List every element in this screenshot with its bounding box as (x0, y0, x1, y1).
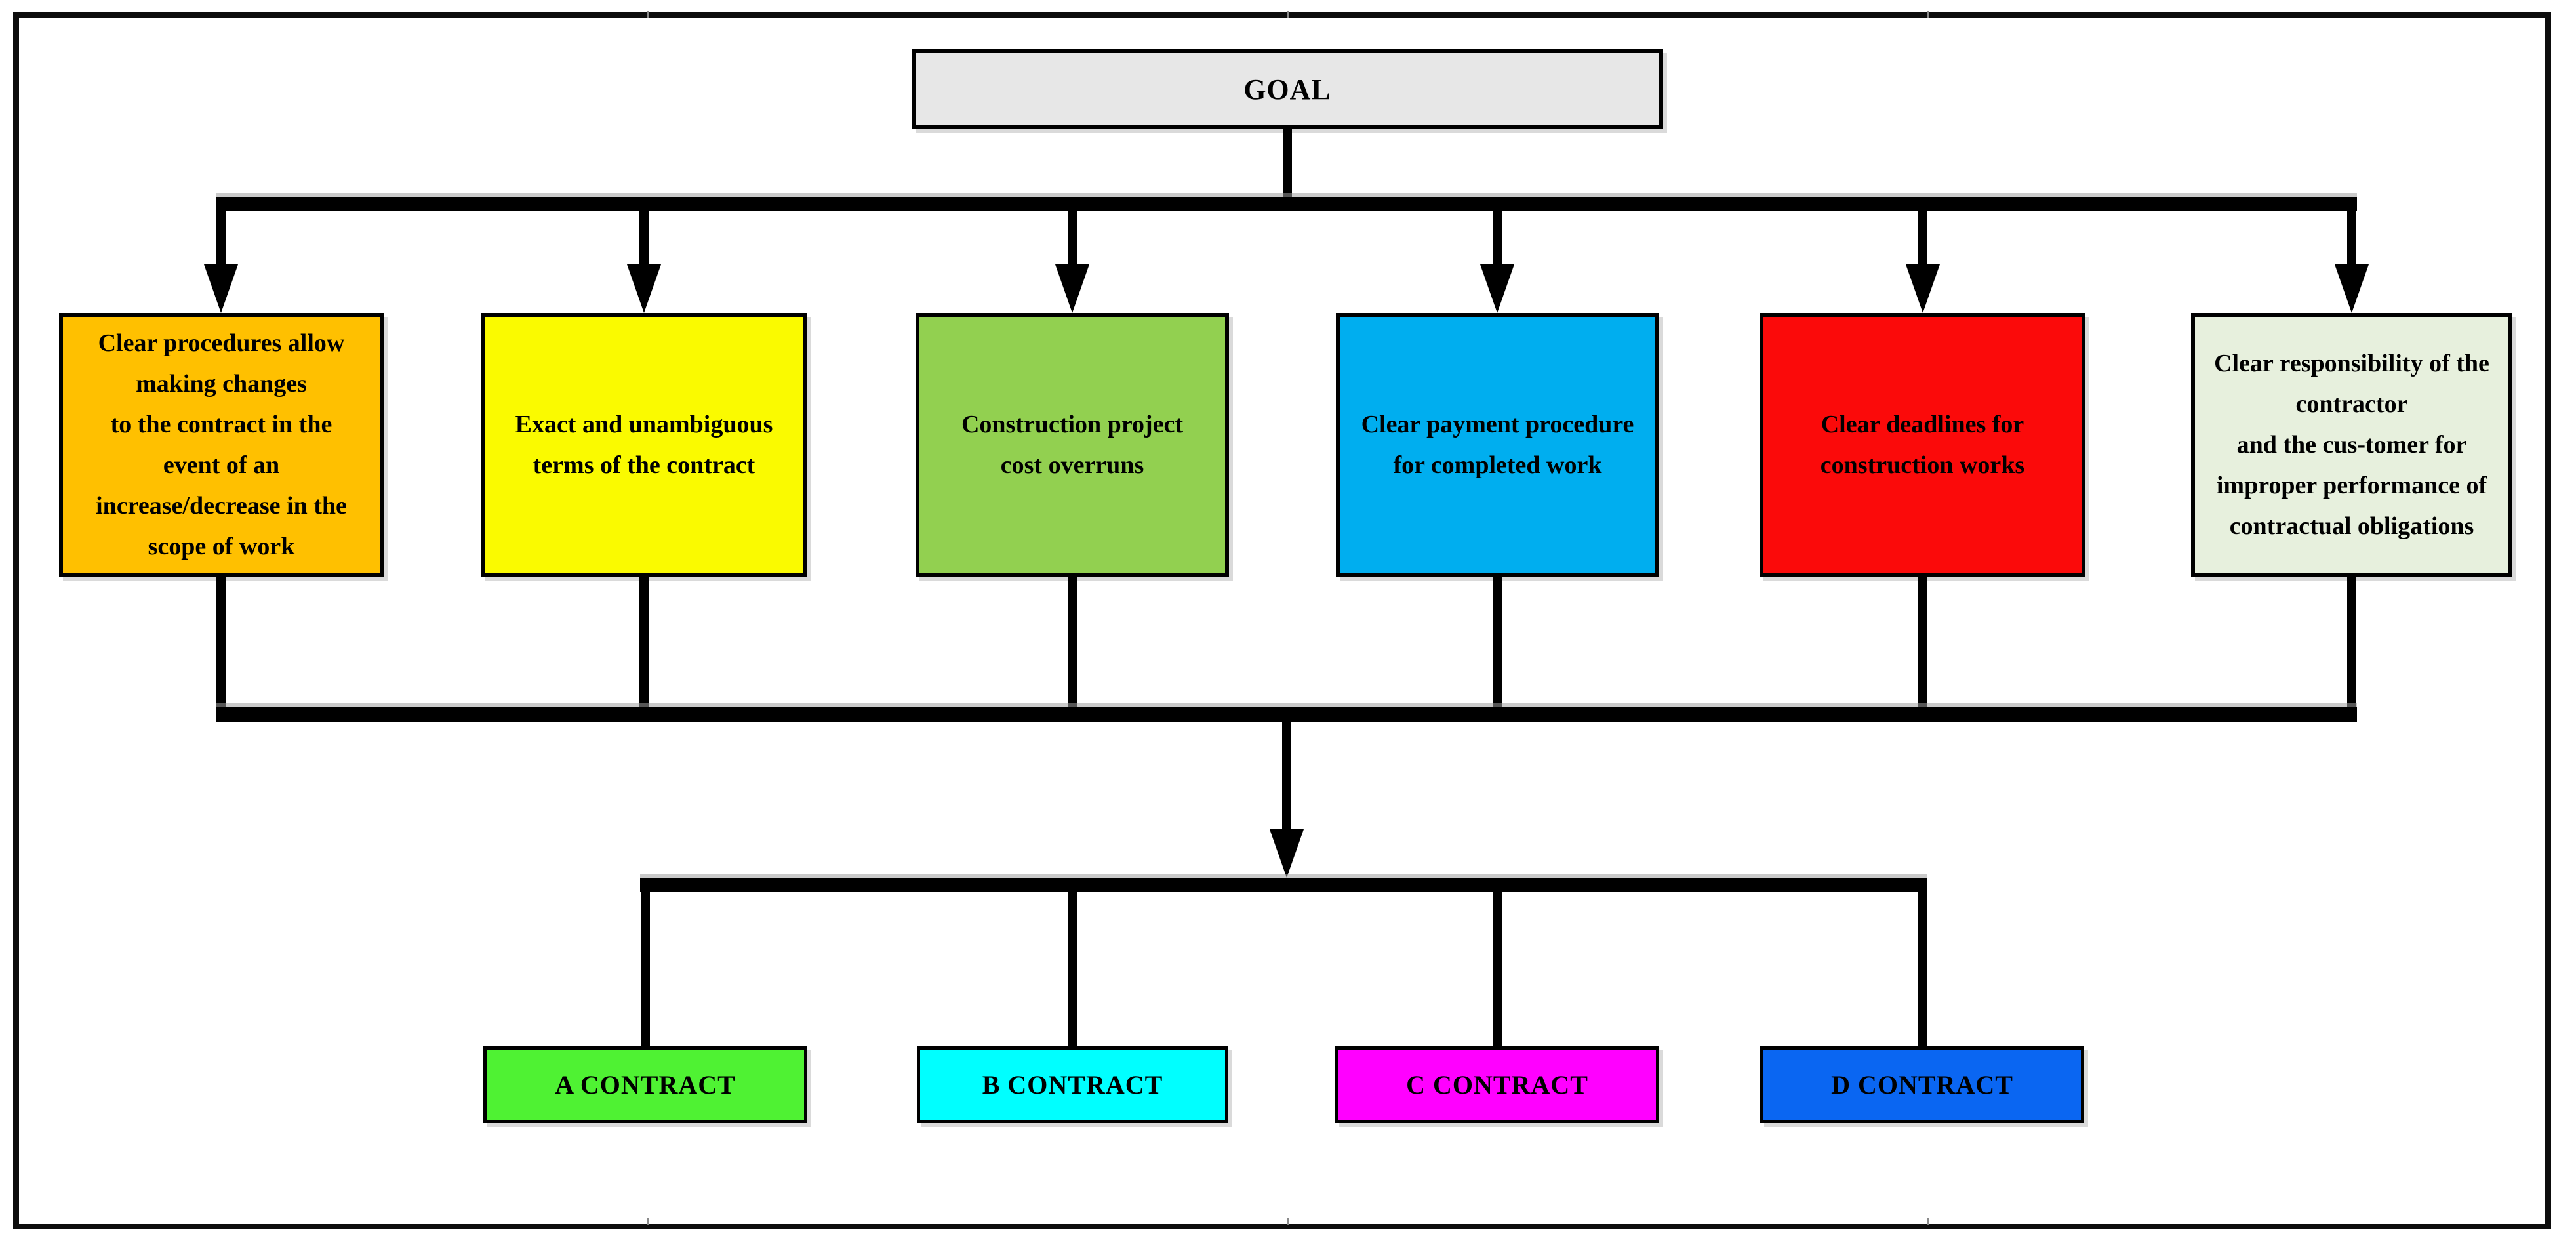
border-seam (1927, 11, 1929, 18)
connector-arrow-shaft-5 (1918, 211, 1927, 267)
arrowhead-down-icon (1480, 264, 1514, 313)
arrowhead-down-icon (1906, 264, 1940, 313)
connector-drop-1 (216, 577, 226, 714)
factor-text-4: Clear payment procedure for completed wo… (1361, 411, 1634, 479)
connector-drop-2 (639, 577, 649, 714)
connector-contract-drop-d (1918, 892, 1927, 1046)
connector-top-bar (216, 197, 2357, 211)
connector-collect-bar (216, 707, 2357, 722)
factor-text-6: Clear responsibility of the contractor a… (2214, 350, 2489, 540)
factor-box-6: Clear responsibility of the contractor a… (2191, 313, 2512, 577)
connector-arrow-shaft-6 (2347, 211, 2356, 267)
connector-drop-4 (1493, 577, 1502, 714)
connector-center-shaft (1282, 722, 1291, 832)
border-seam (1287, 1218, 1289, 1225)
factor-box-3: Construction project cost overruns (916, 313, 1229, 577)
contract-box-d: D CONTRACT (1760, 1046, 2084, 1123)
connector-contract-bar (640, 878, 1927, 892)
connector-arrow-shaft-2 (639, 211, 649, 267)
factor-box-4: Clear payment procedure for completed wo… (1336, 313, 1659, 577)
contract-box-b: B CONTRACT (917, 1046, 1228, 1123)
connector-arrow-shaft-1 (216, 211, 226, 267)
connector-goal-stem (1283, 129, 1292, 201)
connector-drop-5 (1918, 577, 1927, 714)
border-seam (647, 11, 649, 18)
arrowhead-down-icon (627, 264, 661, 313)
factor-text-3: Construction project cost overruns (961, 411, 1184, 479)
factor-text-1: Clear procedures allow making changes to… (96, 329, 347, 560)
border-seam (1287, 11, 1289, 18)
connector-arrow-shaft-4 (1493, 211, 1502, 267)
factor-text-2: Exact and unambiguous terms of the contr… (515, 411, 773, 479)
connector-contract-drop-a (641, 892, 650, 1046)
arrowhead-down-icon (2335, 264, 2369, 313)
arrowhead-down-icon (204, 264, 238, 313)
contract-label-c: C CONTRACT (1406, 1070, 1588, 1100)
factor-box-1: Clear procedures allow making changes to… (59, 313, 384, 577)
arrowhead-down-icon (1055, 264, 1089, 313)
connector-drop-3 (1068, 577, 1077, 714)
contract-label-b: B CONTRACT (982, 1070, 1163, 1100)
connector-drop-6 (2347, 577, 2356, 714)
connector-contract-drop-b (1068, 892, 1077, 1046)
connector-contract-drop-c (1493, 892, 1502, 1046)
contract-label-a: A CONTRACT (555, 1070, 736, 1100)
goal-label: GOAL (1243, 73, 1331, 106)
outer-frame (13, 12, 2551, 1229)
factor-box-2: Exact and unambiguous terms of the contr… (481, 313, 807, 577)
goal-box: GOAL (912, 49, 1663, 129)
factor-text-5: Clear deadlines for construction works (1820, 411, 2025, 479)
border-seam (1927, 1218, 1929, 1225)
border-seam (647, 1218, 649, 1225)
connector-arrow-shaft-3 (1068, 211, 1077, 267)
factor-box-5: Clear deadlines for construction works (1760, 313, 2085, 577)
arrowhead-down-icon (1270, 829, 1304, 878)
contract-box-c: C CONTRACT (1335, 1046, 1659, 1123)
contract-label-d: D CONTRACT (1831, 1070, 2013, 1100)
contract-box-a: A CONTRACT (483, 1046, 807, 1123)
